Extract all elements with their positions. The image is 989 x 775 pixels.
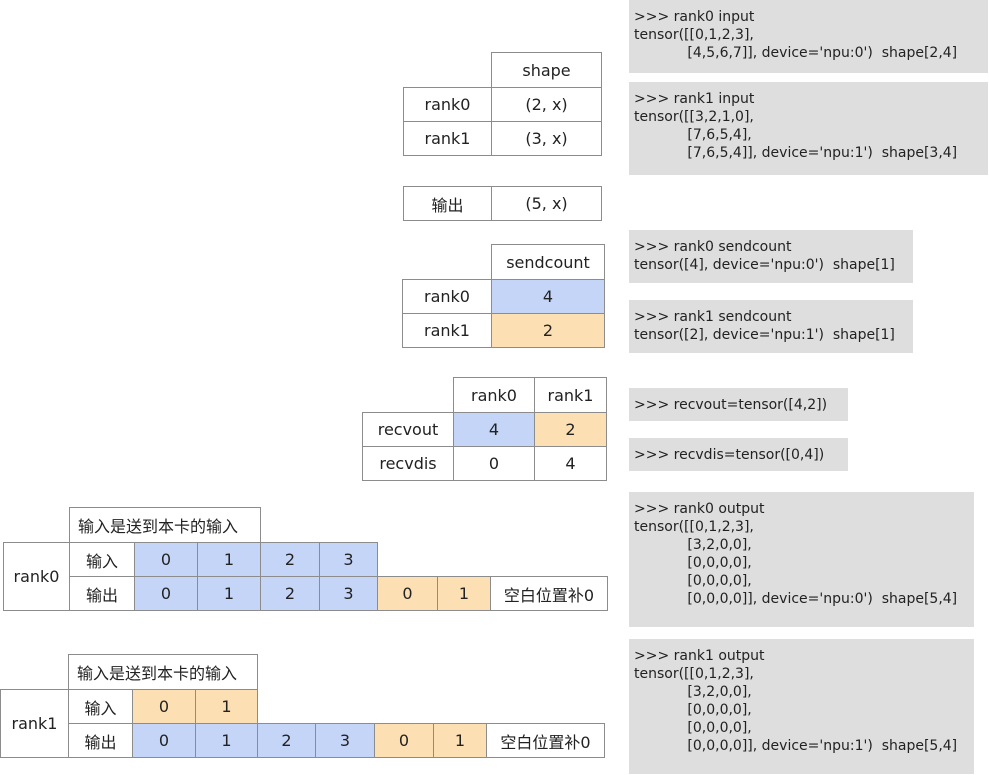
code-line: [7,6,5,4], — [634, 127, 752, 143]
sendcount-row-rank0-label: rank0 — [402, 279, 492, 314]
rank0-output-cell: 2 — [260, 576, 320, 611]
recvdis-rank1-value: 4 — [534, 446, 607, 481]
rank1-diagram-rank-label: rank1 — [0, 689, 69, 758]
code-panel-rank1-input: >>> rank1 input tensor([[3,2,1,0], [7,6,… — [629, 82, 988, 175]
code-line: tensor([4], device='npu:0') shape[1] — [634, 257, 895, 273]
rank0-input-cell: 1 — [197, 542, 261, 577]
code-line: tensor([[0,1,2,3], — [634, 666, 754, 682]
code-line: >>> recvout=tensor([4,2]) — [634, 397, 828, 413]
rank1-output-cell: 1 — [195, 723, 258, 758]
sendcount-row-rank1-label: rank1 — [402, 313, 492, 348]
code-line: >>> rank0 input — [634, 9, 755, 25]
rank0-input-cell: 2 — [260, 542, 320, 577]
rank0-input-cell: 3 — [319, 542, 378, 577]
rank1-output-cell: 1 — [433, 723, 487, 758]
rank0-input-cell: 0 — [134, 542, 198, 577]
code-line: tensor([[0,1,2,3], — [634, 27, 754, 43]
rank0-output-cell: 0 — [134, 576, 198, 611]
code-line: tensor([[3,2,1,0], — [634, 109, 754, 125]
code-line: >>> rank0 output — [634, 501, 765, 517]
output-shape-value: (5, x) — [491, 186, 602, 221]
recvout-label: recvout — [362, 412, 454, 447]
rank0-diagram-rank-label: rank0 — [3, 542, 70, 611]
code-line: >>> rank1 input — [634, 91, 755, 107]
code-panel-rank1-output: >>> rank1 output tensor([[0,1,2,3], [3,2… — [629, 639, 974, 774]
code-panel-recvdis: >>> recvdis=tensor([0,4]) — [629, 438, 848, 471]
code-line: [7,6,5,4]], device='npu:1') shape[3,4] — [634, 145, 958, 161]
rank1-output-cell: 0 — [374, 723, 434, 758]
code-line: tensor([2], device='npu:1') shape[1] — [634, 327, 895, 343]
shape-row-rank0-label: rank0 — [403, 87, 492, 122]
code-line: [0,0,0,0], — [634, 573, 752, 589]
code-panel-rank1-sendcount: >>> rank1 sendcount tensor([2], device='… — [629, 300, 913, 353]
rank1-output-label: 输出 — [68, 723, 133, 758]
recv-header-rank0: rank0 — [453, 377, 535, 413]
code-panel-rank0-output: >>> rank0 output tensor([[0,1,2,3], [3,2… — [629, 492, 974, 627]
shape-row-rank1-label: rank1 — [403, 121, 492, 156]
rank0-pad-label: 空白位置补0 — [490, 576, 608, 611]
recvdis-label: recvdis — [362, 446, 454, 481]
sendcount-row-rank1-value: 2 — [491, 313, 605, 348]
code-line: [0,0,0,0], — [634, 555, 752, 571]
rank0-output-cell: 1 — [437, 576, 491, 611]
code-line: >>> rank1 output — [634, 648, 765, 664]
rank0-input-label: 输入 — [69, 542, 135, 577]
code-panel-rank0-sendcount: >>> rank0 sendcount tensor([4], device='… — [629, 230, 913, 283]
recv-header-rank1: rank1 — [534, 377, 607, 413]
code-line: >>> rank1 sendcount — [634, 309, 792, 325]
code-line: [0,0,0,0]], device='npu:0') shape[5,4] — [634, 591, 958, 607]
rank1-input-label: 输入 — [68, 689, 133, 724]
code-line: >>> recvdis=tensor([0,4]) — [634, 447, 825, 463]
code-panel-rank0-input: >>> rank0 input tensor([[0,1,2,3], [4,5,… — [629, 0, 988, 73]
code-line: tensor([[0,1,2,3], — [634, 519, 754, 535]
sendcount-row-rank0-value: 4 — [491, 279, 605, 314]
code-line: [0,0,0,0]], device='npu:1') shape[5,4] — [634, 738, 958, 754]
rank1-diagram-title: 输入是送到本卡的输入 — [68, 654, 258, 690]
rank0-output-cell: 3 — [319, 576, 378, 611]
code-line: [0,0,0,0], — [634, 720, 752, 736]
rank1-input-cell: 1 — [195, 689, 258, 724]
rank0-output-cell: 0 — [377, 576, 438, 611]
rank1-input-cell: 0 — [132, 689, 196, 724]
code-line: [0,0,0,0], — [634, 702, 752, 718]
rank0-diagram-title: 输入是送到本卡的输入 — [69, 507, 261, 543]
recvdis-rank0-value: 0 — [453, 446, 535, 481]
code-line: [4,5,6,7]], device='npu:0') shape[2,4] — [634, 45, 958, 61]
code-line: [3,2,0,0], — [634, 537, 752, 553]
code-line: >>> rank0 sendcount — [634, 239, 792, 255]
rank1-pad-label: 空白位置补0 — [486, 723, 605, 758]
output-shape-label: 输出 — [403, 186, 492, 221]
shape-header: shape — [491, 52, 602, 88]
rank1-output-cell: 2 — [257, 723, 316, 758]
rank0-output-cell: 1 — [197, 576, 261, 611]
sendcount-header: sendcount — [491, 244, 605, 280]
shape-row-rank0-value: (2, x) — [491, 87, 602, 122]
rank1-output-cell: 0 — [132, 723, 196, 758]
recvout-rank1-value: 2 — [534, 412, 607, 447]
rank1-output-cell: 3 — [315, 723, 375, 758]
shape-row-rank1-value: (3, x) — [491, 121, 602, 156]
code-line: [3,2,0,0], — [634, 684, 752, 700]
code-panel-recvout: >>> recvout=tensor([4,2]) — [629, 388, 848, 421]
rank0-output-label: 输出 — [69, 576, 135, 611]
recvout-rank0-value: 4 — [453, 412, 535, 447]
